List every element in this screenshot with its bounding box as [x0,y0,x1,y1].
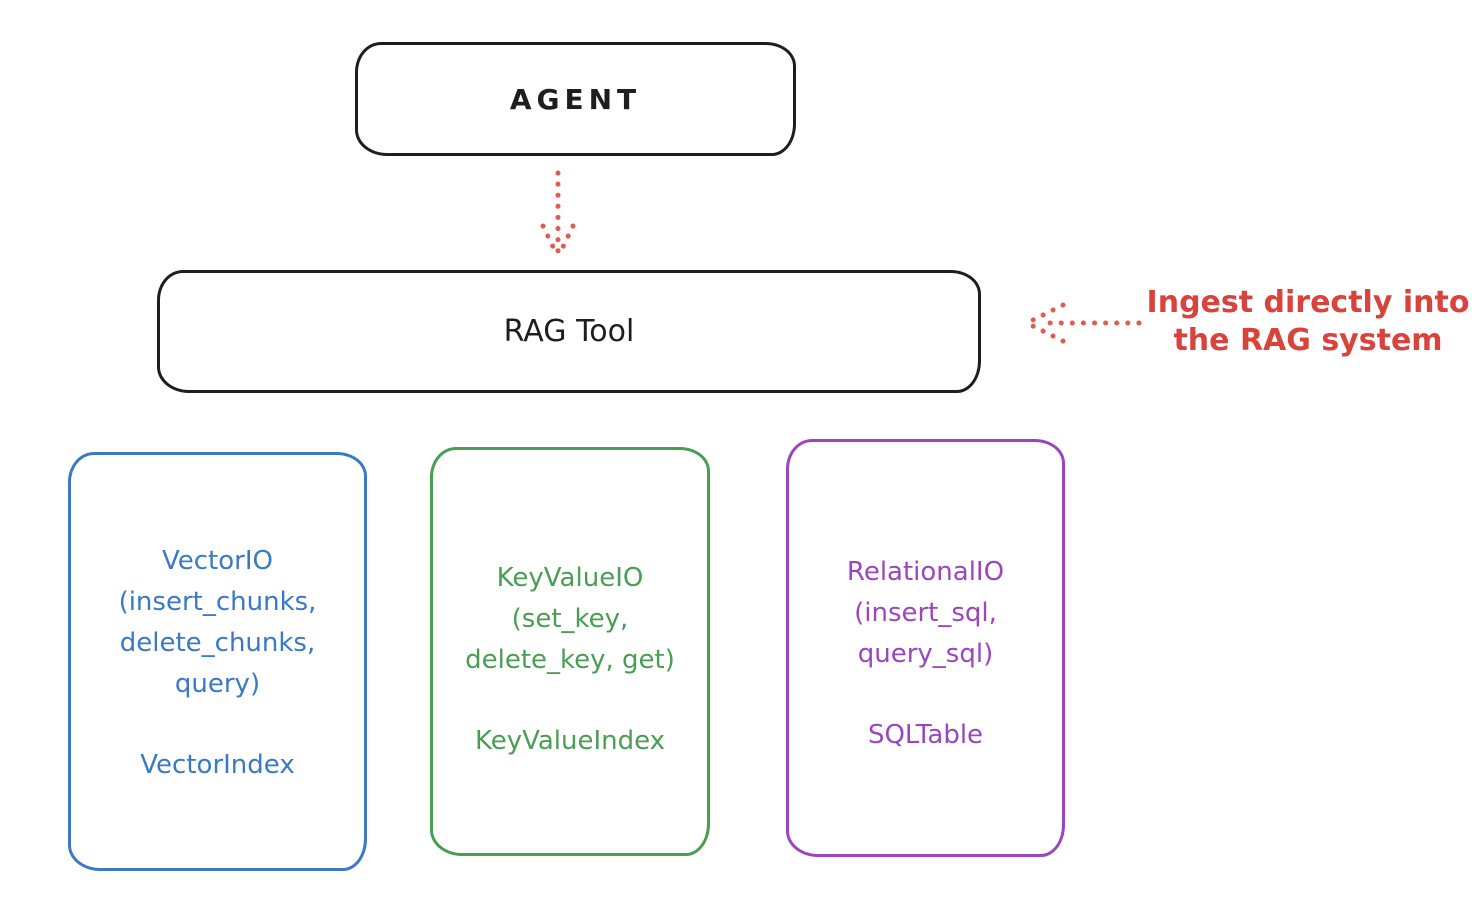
ingest-annotation-line1: Ingest directly into [1146,285,1470,320]
keyvalue-io-methods-line1: (set_key, [511,604,629,634]
relational-io-methods-line2: query_sql) [857,639,994,669]
agent-label: AGENT [509,82,642,116]
vector-io-methods-line2: delete_chunks, [119,628,316,658]
rag-tool-node: RAG Tool [157,270,981,393]
keyvalue-io-methods-line2: delete_key, get) [465,645,675,675]
keyvalue-io-title: KeyValueIO [496,563,644,593]
relational-io-methods-line1: (insert_sql, [854,598,997,628]
agent-node: AGENT [355,42,796,156]
sqltable-label: SQLTable [867,720,984,750]
rag-tool-label: RAG Tool [503,314,635,349]
relational-io-title: RelationalIO [846,557,1005,587]
relational-io-node: RelationalIO (insert_sql, query_sql) SQL… [786,439,1065,857]
ingest-to-rag-arrow-icon [1026,302,1142,344]
agent-to-rag-arrow-icon [540,170,576,258]
keyvalue-index-label: KeyValueIndex [474,726,666,756]
vector-io-node: VectorIO (insert_chunks, delete_chunks, … [68,452,367,871]
ingest-annotation-line2: the RAG system [1173,323,1443,358]
vector-io-title: VectorIO [162,546,273,576]
vector-io-methods-line3: query) [174,669,261,699]
ingest-annotation: Ingest directly into the RAG system [1140,284,1476,360]
keyvalue-io-node: KeyValueIO (set_key, delete_key, get) Ke… [430,447,710,856]
vector-index-label: VectorIndex [140,750,295,780]
vector-io-methods-line1: (insert_chunks, [118,587,317,617]
